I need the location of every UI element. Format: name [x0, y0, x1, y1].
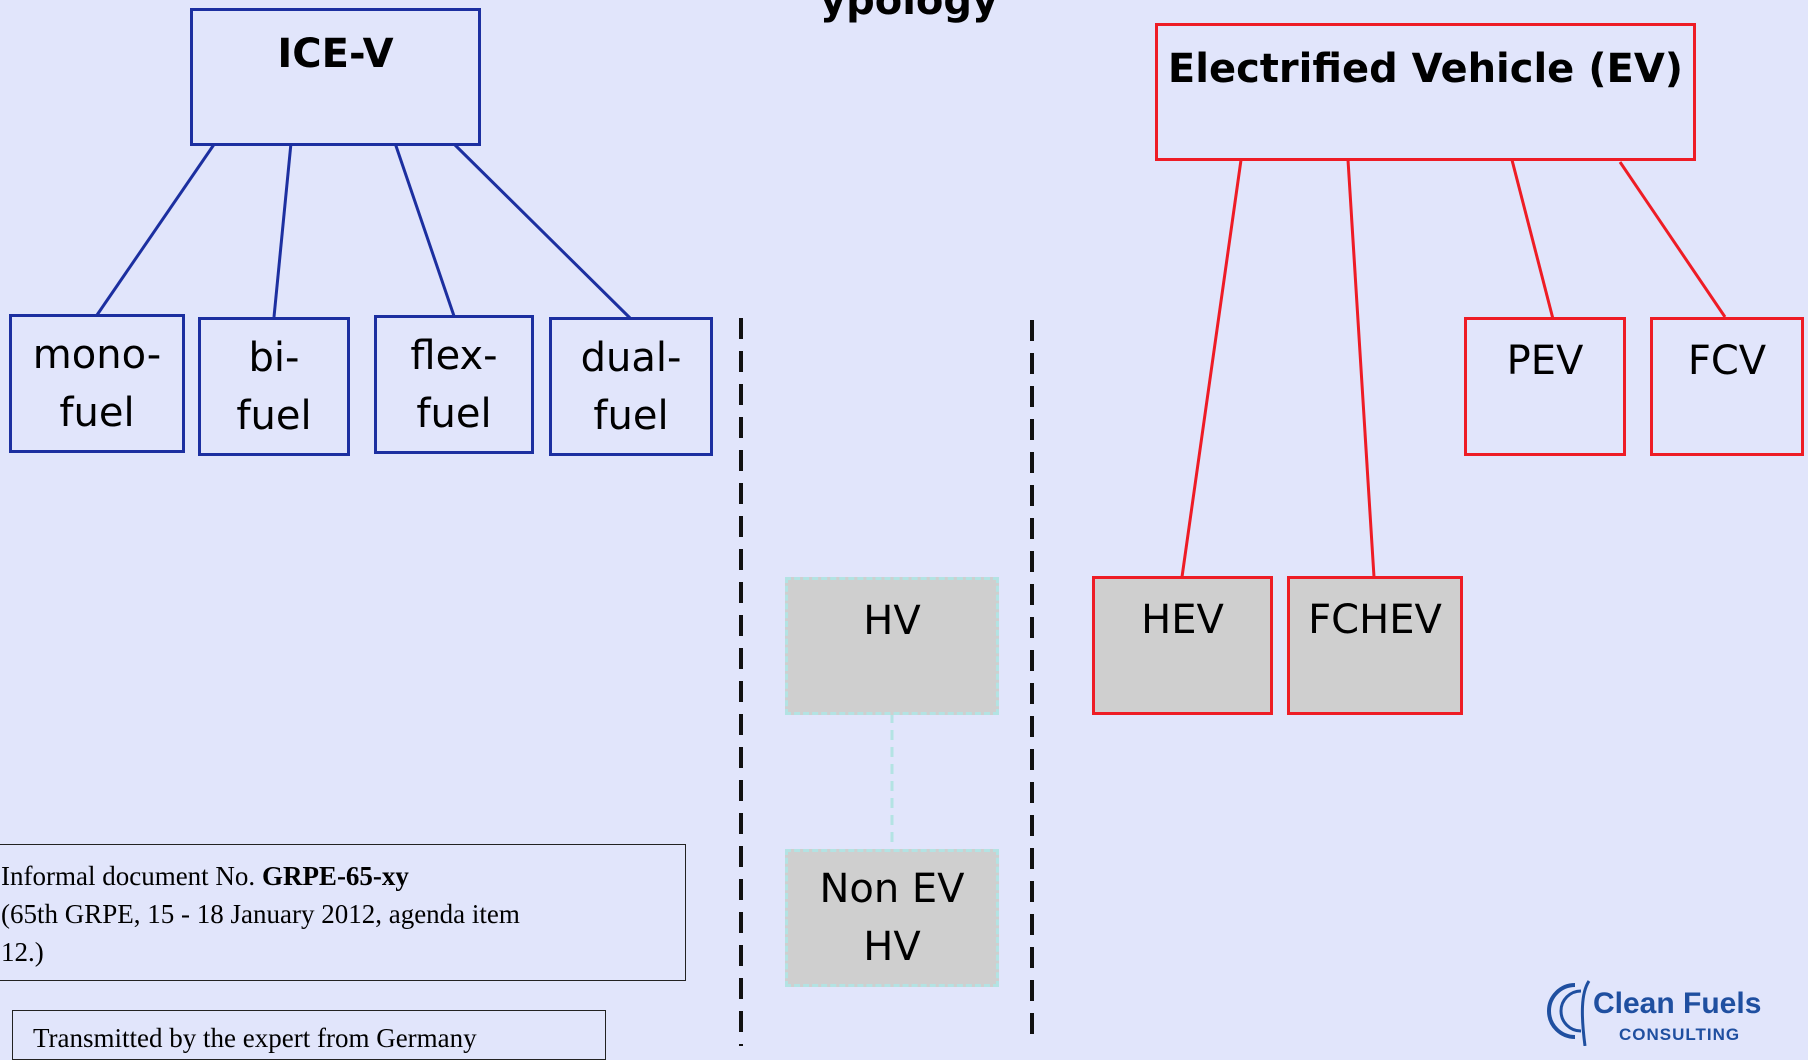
non-ev-hv-line1: Non EV [819, 866, 965, 912]
connector-ice-bi [272, 142, 293, 318]
hv-box: HV [785, 577, 999, 715]
connector-ice-dual [451, 141, 632, 320]
ev-box: Electrified Vehicle (EV) [1155, 23, 1696, 161]
flex-fuel-line2: fuel [416, 390, 492, 437]
flex-fuel-box: flex-fuel [374, 315, 534, 454]
fchev-box: FCHEV [1287, 576, 1463, 715]
clean-fuels-logo-mark [1547, 980, 1591, 1046]
connector-ice-flex [393, 142, 456, 317]
pev-box: PEV [1464, 317, 1626, 456]
informal-document-notice: Informal document No. GRPE-65-xy (65th G… [0, 844, 686, 981]
bi-fuel-line1: bi- [248, 334, 300, 381]
transmitted-text: Transmitted by the expert from Germany [33, 1023, 477, 1053]
informal-doc-line3: 12.) [1, 937, 44, 967]
logo-name: Clean Fuels [1593, 987, 1762, 1020]
hv-label: HV [863, 598, 921, 644]
hev-label: HEV [1141, 597, 1224, 643]
informal-doc-prefix: Informal document No. [1, 861, 262, 891]
bi-fuel-line2: fuel [236, 392, 312, 439]
mono-fuel-box: mono-fuel [9, 314, 185, 453]
logo-sub: CONSULTING [1619, 1025, 1741, 1044]
bi-fuel-box: bi-fuel [198, 317, 350, 456]
transmitted-notice: Transmitted by the expert from Germany [12, 1010, 606, 1060]
ice-v-box: ICE-V [190, 8, 481, 146]
informal-doc-number: GRPE-65-xy [261, 861, 409, 891]
fcv-box: FCV [1650, 317, 1804, 456]
mono-fuel-line2: fuel [59, 389, 135, 436]
dual-fuel-line2: fuel [593, 392, 669, 439]
ice-v-label: ICE-V [277, 31, 394, 77]
dual-fuel-line1: dual- [580, 334, 682, 381]
ev-label: Electrified Vehicle (EV) [1167, 46, 1684, 92]
mono-fuel-line1: mono- [32, 331, 162, 378]
clean-fuels-logo: Clean Fuels CONSULTING [1545, 975, 1780, 1046]
hev-box: HEV [1092, 576, 1273, 715]
connector-ev-fcv [1618, 161, 1727, 318]
pev-label: PEV [1506, 338, 1584, 384]
non-ev-hv-box: Non EV HV [785, 849, 999, 987]
connector-ev-hev [1180, 159, 1243, 578]
connector-ev-pev [1510, 159, 1555, 320]
fcv-label: FCV [1687, 338, 1767, 384]
flex-fuel-line1: flex- [410, 332, 498, 379]
non-ev-hv-line2: HV [863, 924, 921, 970]
diagram-title: ypology [820, 0, 999, 24]
dual-fuel-box: dual-fuel [549, 317, 713, 456]
fchev-label: FCHEV [1308, 597, 1442, 643]
informal-doc-line2: (65th GRPE, 15 - 18 January 2012, agenda… [1, 899, 520, 929]
connector-ev-fchev [1346, 159, 1376, 578]
connector-ice-mono [95, 142, 217, 316]
